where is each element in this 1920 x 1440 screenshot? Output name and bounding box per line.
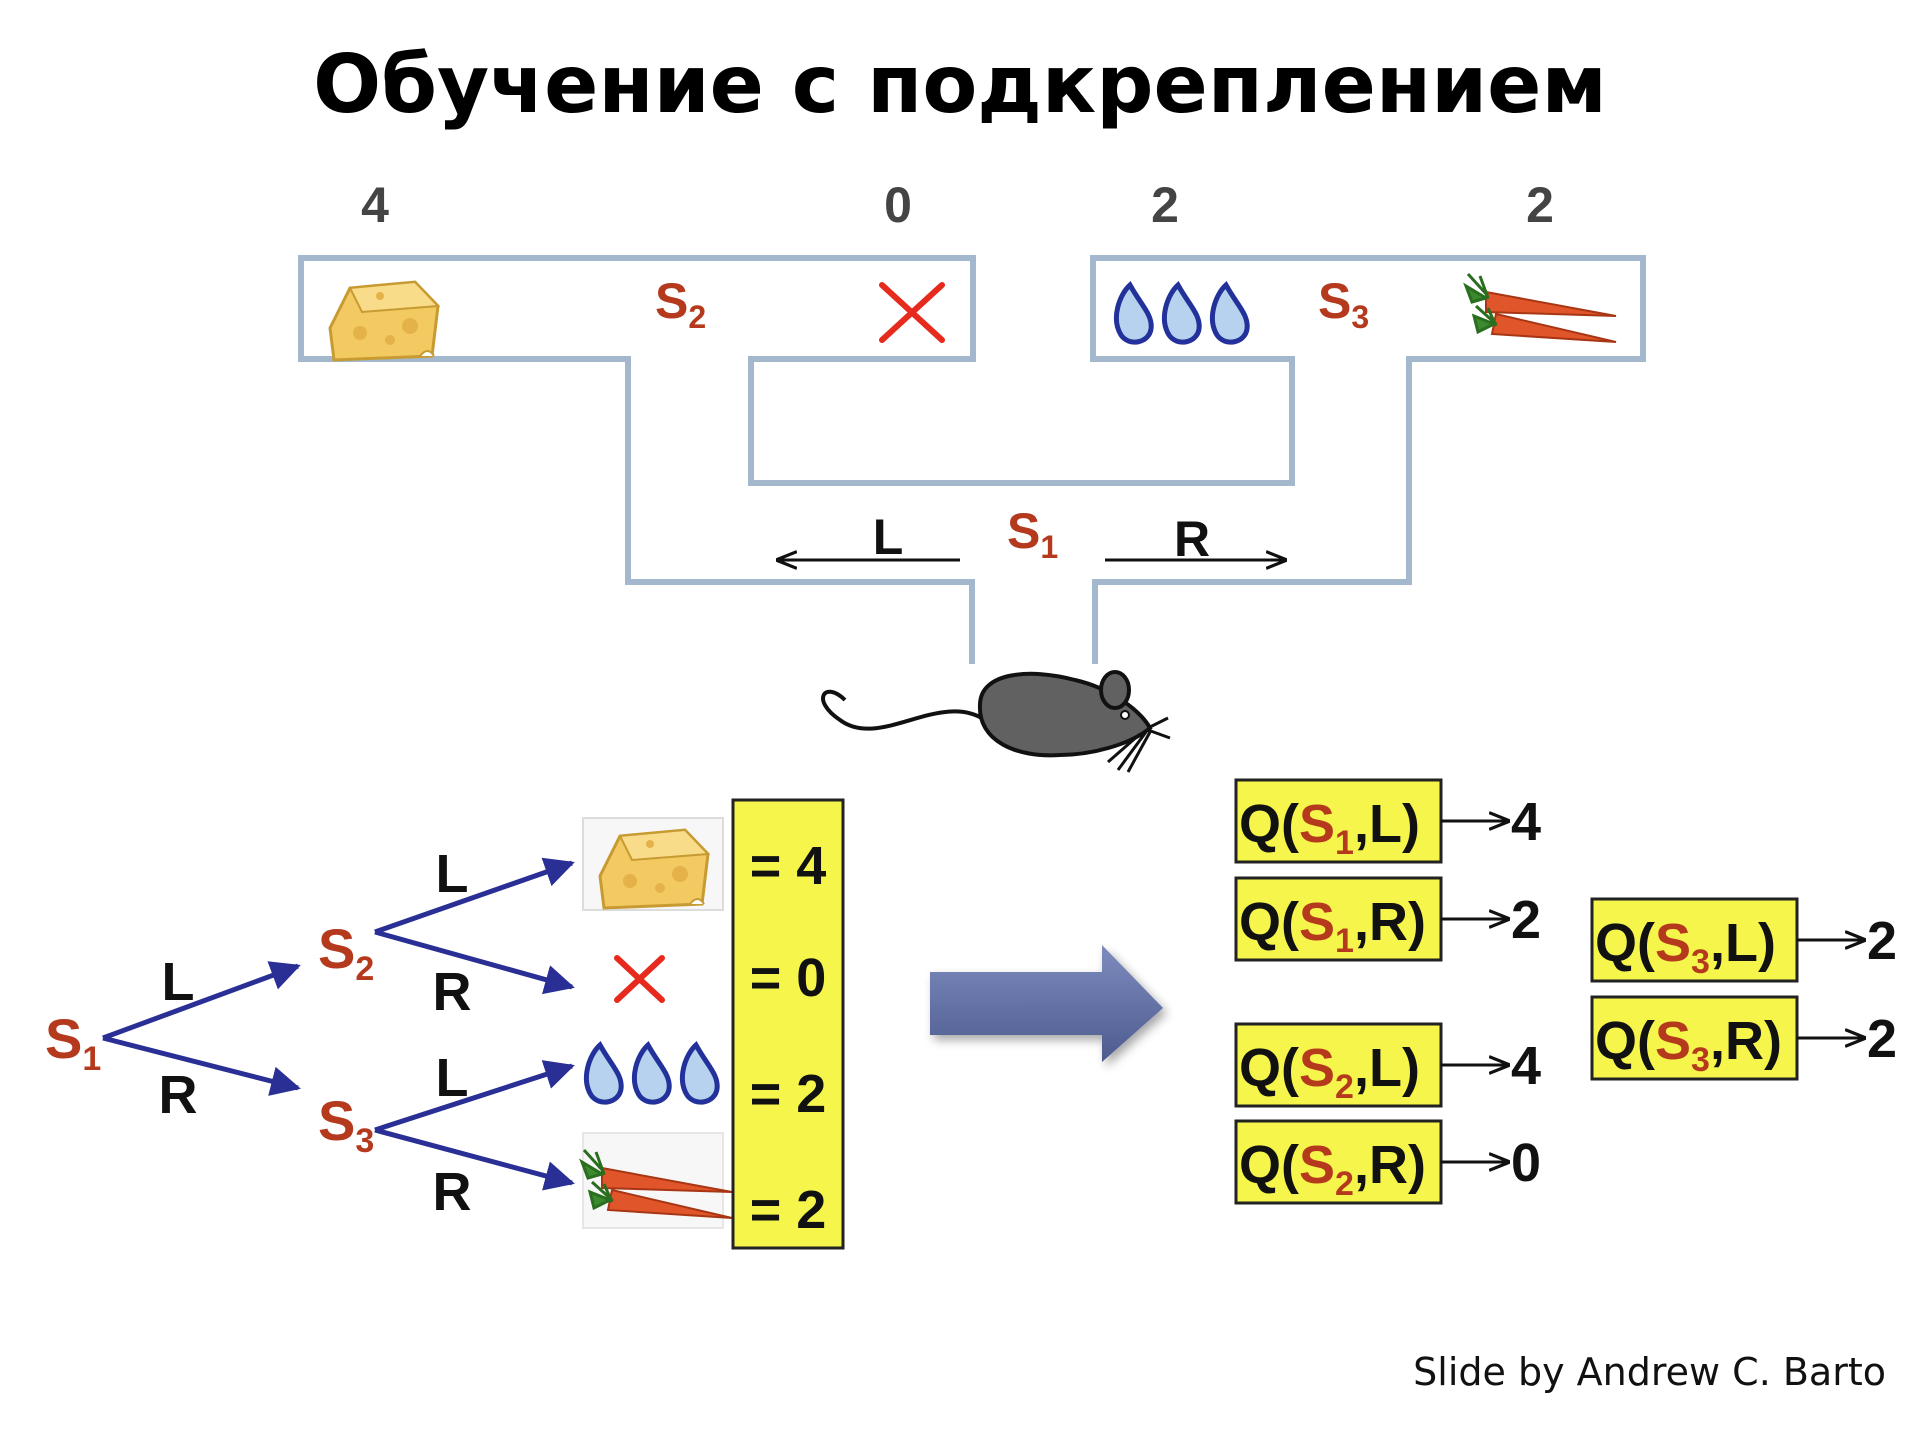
edge-s3-carrot xyxy=(374,1127,575,1191)
tree-reward-cheese: = 4 xyxy=(750,836,827,896)
tree-label-s1-right: R xyxy=(159,1065,198,1125)
q-value-label: Q(S3,R) xyxy=(1595,1011,1782,1079)
q-value-item: Q(S2,R) 0 xyxy=(1234,1119,1541,1205)
tree-node-s3: S3 xyxy=(318,1089,374,1160)
q-value-number: 2 xyxy=(1867,911,1897,971)
maze-state-s1: S1 xyxy=(1007,503,1058,565)
q-value-number: 0 xyxy=(1511,1133,1541,1193)
edge-s2-cross xyxy=(374,929,575,995)
tree-label-s1-left: L xyxy=(162,952,195,1012)
q-value-box xyxy=(1234,876,1443,962)
cross-icon xyxy=(879,282,945,343)
tree-reward-water: = 2 xyxy=(750,1064,827,1124)
q-value-number: 2 xyxy=(1511,890,1541,950)
q-value-label: Q(S1,L) xyxy=(1239,794,1420,862)
edge-s1-s3 xyxy=(102,1035,301,1096)
tree-edges xyxy=(102,857,575,1191)
maze-left-label: L xyxy=(873,509,904,565)
edge-s2-cheese xyxy=(374,857,575,935)
q-value-item: Q(S1,R) 2 xyxy=(1234,876,1541,962)
q-value-box xyxy=(1234,1022,1443,1108)
tree-label-s2-right: R xyxy=(433,962,472,1022)
big-right-arrow xyxy=(930,945,1163,1062)
q-value-item: Q(S3,L) 2 xyxy=(1590,897,1897,983)
q-value-item: Q(S3,R) 2 xyxy=(1590,995,1897,1081)
maze-right-label: R xyxy=(1174,511,1210,567)
carrots-icon xyxy=(1464,272,1618,344)
q-value-label: Q(S2,R) xyxy=(1239,1135,1426,1203)
water-drops-icon xyxy=(1116,285,1247,342)
maze-state-s2: S2 xyxy=(655,273,706,335)
q-value-item: Q(S2,L) 4 xyxy=(1234,1022,1541,1108)
tree-node-s2: S2 xyxy=(318,917,374,988)
q-value-item: Q(S1,L) 4 xyxy=(1234,778,1541,864)
q-value-label: Q(S2,L) xyxy=(1239,1038,1420,1106)
q-table: Q(S1,L)4Q(S1,R)2Q(S2,L)4Q(S2,R)0Q(S3,L)2… xyxy=(1234,778,1897,1205)
maze-reward-water: 2 xyxy=(1151,177,1179,233)
maze-walls xyxy=(298,255,1646,664)
tree-reward-carrot: = 2 xyxy=(750,1180,827,1240)
tree-water-drops-icon xyxy=(586,1045,717,1102)
edge-s3-water xyxy=(374,1060,575,1133)
tree-label-s2-left: L xyxy=(436,844,469,904)
slide-credit: Slide by Andrew C. Barto xyxy=(1413,1350,1886,1394)
mouse-icon xyxy=(821,670,1171,773)
tree-cheese-icon xyxy=(598,828,710,910)
reward-column xyxy=(731,798,845,1250)
edge-s1-s2 xyxy=(102,961,301,1041)
maze-reward-carrot: 2 xyxy=(1526,177,1554,233)
maze-reward-cross: 0 xyxy=(884,177,912,233)
tree-cross-icon xyxy=(614,955,665,1003)
tree-label-s3-right: R xyxy=(433,1162,472,1222)
q-value-number: 4 xyxy=(1511,792,1541,852)
tree-root-s1: S1 xyxy=(45,1007,101,1078)
q-value-box xyxy=(1234,778,1443,864)
maze-reward-cheese: 4 xyxy=(361,177,389,233)
q-value-label: Q(S3,L) xyxy=(1595,913,1776,981)
maze: 4 0 2 2 S2 S3 S1 L R xyxy=(298,177,1646,773)
tree-reward-cross: = 0 xyxy=(750,948,827,1008)
q-value-box xyxy=(1590,897,1799,983)
q-value-number: 4 xyxy=(1511,1036,1541,1096)
decision-tree: S1 S2 S3 L R L R L R xyxy=(45,798,845,1250)
slide-title: Обучение с подкреплением xyxy=(313,38,1607,131)
q-value-number: 2 xyxy=(1867,1009,1897,1069)
maze-state-s3: S3 xyxy=(1318,273,1369,335)
q-value-label: Q(S1,R) xyxy=(1239,892,1426,960)
cheese-icon xyxy=(328,280,440,362)
tree-label-s3-left: L xyxy=(436,1048,469,1108)
